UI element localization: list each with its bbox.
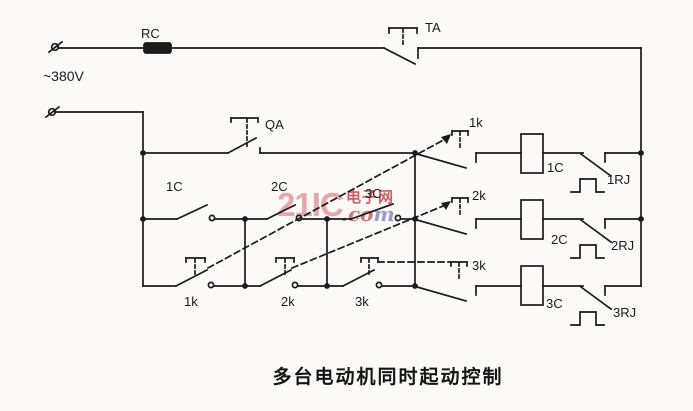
button-1k-symbol bbox=[142, 257, 246, 289]
branch-contact-1k-symbol bbox=[415, 130, 522, 170]
branch-contact-3k-label: 3k bbox=[472, 258, 486, 273]
figure-caption: 多台电动机同时起动控制 bbox=[272, 365, 503, 388]
contact-2C-symbol bbox=[244, 203, 328, 222]
coil-3C-label: 3C bbox=[546, 296, 563, 311]
overload-contact-2RJ-symbol bbox=[570, 218, 642, 259]
overload-3RJ-label: 3RJ bbox=[613, 305, 636, 320]
button-3k-label: 3k bbox=[355, 294, 369, 309]
start-button-symbol bbox=[142, 117, 261, 155]
supply-line-top bbox=[47, 40, 385, 54]
button-2k-label: 2k bbox=[281, 294, 295, 309]
watermark-brand: 21IC bbox=[277, 186, 343, 223]
terminal-icon bbox=[50, 42, 60, 52]
contact-1C-label: 1C bbox=[166, 179, 183, 194]
branch-contact-2k-label: 2k bbox=[472, 188, 486, 203]
coil-1C-label: 1C bbox=[547, 160, 564, 175]
stop-button-symbol bbox=[382, 27, 419, 66]
overload-2RJ-label: 2RJ bbox=[611, 238, 634, 253]
branch-contact-1k-label: 1k bbox=[469, 115, 483, 130]
watermark-site-name: 电子网 bbox=[346, 188, 394, 206]
overload-1RJ-label: 1RJ bbox=[607, 172, 630, 187]
contact-3C-label: 3C bbox=[365, 186, 382, 201]
overload-contact-1RJ-symbol bbox=[570, 152, 642, 193]
voltage-label: ~380V bbox=[43, 68, 85, 84]
watermark: 21IC 电子网 .com bbox=[277, 186, 395, 226]
contact-1C-symbol bbox=[142, 203, 246, 222]
button-1k-label: 1k bbox=[184, 294, 198, 309]
mechanical-linkage-lines bbox=[206, 135, 452, 270]
fuse-label: RC bbox=[141, 26, 160, 41]
watermark-domain-suffix: .com bbox=[341, 202, 395, 226]
contact-2C-label: 2C bbox=[271, 179, 288, 194]
stop-button-label: TA bbox=[425, 20, 441, 35]
overload-contact-3RJ-symbol bbox=[570, 285, 642, 326]
fuse-symbol bbox=[143, 42, 172, 54]
start-button-label: QA bbox=[265, 117, 284, 132]
coil-2C-label: 2C bbox=[551, 232, 568, 247]
branch-contact-2k-symbol bbox=[415, 197, 522, 236]
supply-line-bottom bbox=[44, 105, 144, 287]
linkage-arrowhead bbox=[441, 201, 451, 210]
wiring bbox=[44, 27, 644, 326]
branch-contact-3k-symbol bbox=[415, 261, 522, 303]
button-3k-symbol bbox=[326, 257, 416, 289]
junction-dots bbox=[140, 150, 644, 289]
linkage-arrowhead bbox=[441, 134, 451, 144]
